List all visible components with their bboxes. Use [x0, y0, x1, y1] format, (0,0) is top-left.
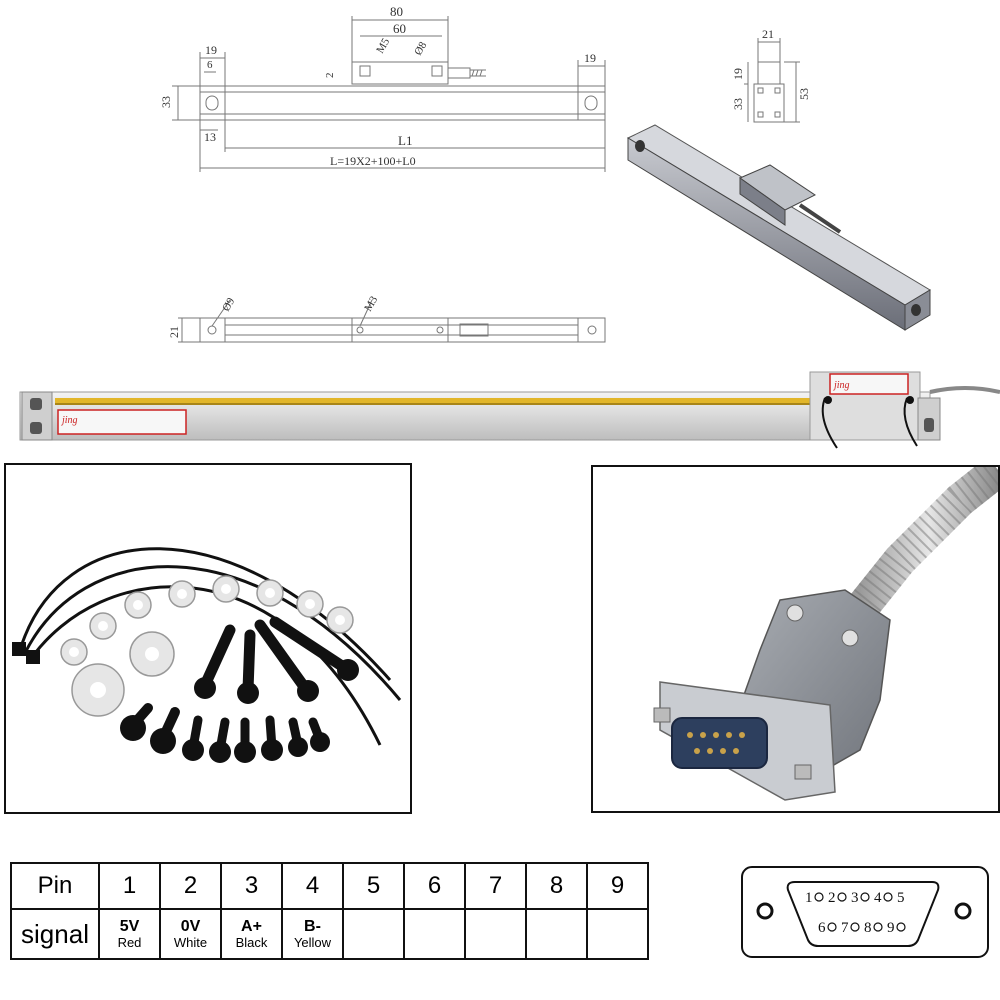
- signal-header: signal: [10, 908, 100, 960]
- signal-main: B-: [304, 917, 321, 935]
- dim-6: 6: [207, 59, 213, 71]
- signal-cell: A+Black: [220, 908, 283, 960]
- dim-19-left: 19: [205, 43, 217, 57]
- side-dim-19: 19: [731, 68, 745, 80]
- label-m5: M5: [374, 36, 392, 56]
- db9-pin-label: 5: [897, 890, 905, 906]
- signal-cell: B-Yellow: [281, 908, 344, 960]
- label-total-length: L=19X2+100+L0: [330, 154, 416, 168]
- dim-80: 80: [390, 4, 403, 19]
- db9-pin-label: 3: [851, 890, 859, 906]
- signal-color: White: [173, 934, 208, 950]
- accessories-panel: [4, 463, 412, 814]
- side-dim-53: 53: [797, 88, 811, 100]
- db9-pinout-diagram: 1 2 3 4 5 6 7 8 9: [741, 866, 989, 958]
- dim-19-right: 19: [584, 51, 596, 65]
- brand-label-right: jing: [832, 380, 850, 391]
- pin-number: 2: [159, 862, 222, 910]
- connector-panel: [591, 465, 1000, 813]
- signal-main: 5V: [119, 917, 140, 935]
- side-dim-33: 33: [731, 98, 745, 110]
- pin-number: 8: [525, 862, 588, 910]
- db9-pin-label: 9: [887, 920, 895, 936]
- brand-label-left: jing: [60, 415, 78, 426]
- signal-cell: [403, 908, 466, 960]
- top-view-drawing: 80 60 19 6 19 33 13 2 M5 Ø8 L1 L=19X2+10…: [159, 4, 606, 172]
- signal-color: Yellow: [293, 934, 332, 950]
- pin-header: Pin: [10, 862, 100, 910]
- pin-number: 5: [342, 862, 405, 910]
- db9-connector-image: [653, 467, 998, 801]
- label-l1: L1: [398, 133, 412, 148]
- signal-cell: [525, 908, 588, 960]
- pin-number: 9: [586, 862, 649, 910]
- mounting-hardware-image: [12, 547, 402, 763]
- bottom-view-drawing: 21 Ø9 M3: [167, 294, 606, 343]
- pin-number: 6: [403, 862, 466, 910]
- signal-color: Black: [235, 934, 268, 950]
- label-m3: M3: [362, 294, 380, 314]
- pin-number: 4: [281, 862, 344, 910]
- pin-number: 3: [220, 862, 283, 910]
- signal-main: A+: [241, 917, 262, 935]
- signal-main: 0V: [180, 917, 201, 935]
- linear-scale-3d-render: [626, 124, 931, 331]
- side-dim-21: 21: [762, 27, 774, 41]
- bottom-dim-21: 21: [167, 326, 181, 338]
- dim-33: 33: [159, 96, 173, 108]
- signal-cell: [342, 908, 405, 960]
- signal-cell: [586, 908, 649, 960]
- db9-pin-label: 1: [805, 890, 813, 906]
- db9-pin-label: 6: [818, 920, 826, 936]
- side-view-drawing: 21 19 33 53: [731, 27, 811, 123]
- db9-pin-label: 7: [841, 920, 849, 936]
- db9-pin-label: 4: [874, 890, 882, 906]
- pin-row: Pin 1 2 3 4 5 6 7 8 9: [10, 862, 649, 910]
- db9-pin-label: 8: [864, 920, 872, 936]
- pin-number: 1: [98, 862, 161, 910]
- db9-pin-label: 2: [828, 890, 836, 906]
- label-d8: Ø8: [412, 39, 429, 57]
- pin-number: 7: [464, 862, 527, 910]
- signal-color: Red: [117, 934, 142, 950]
- signal-cell: [464, 908, 527, 960]
- linear-scale-image: jing jing: [19, 371, 1000, 449]
- dim-2: 2: [324, 73, 336, 79]
- dim-60: 60: [393, 21, 406, 36]
- dim-13: 13: [204, 130, 216, 144]
